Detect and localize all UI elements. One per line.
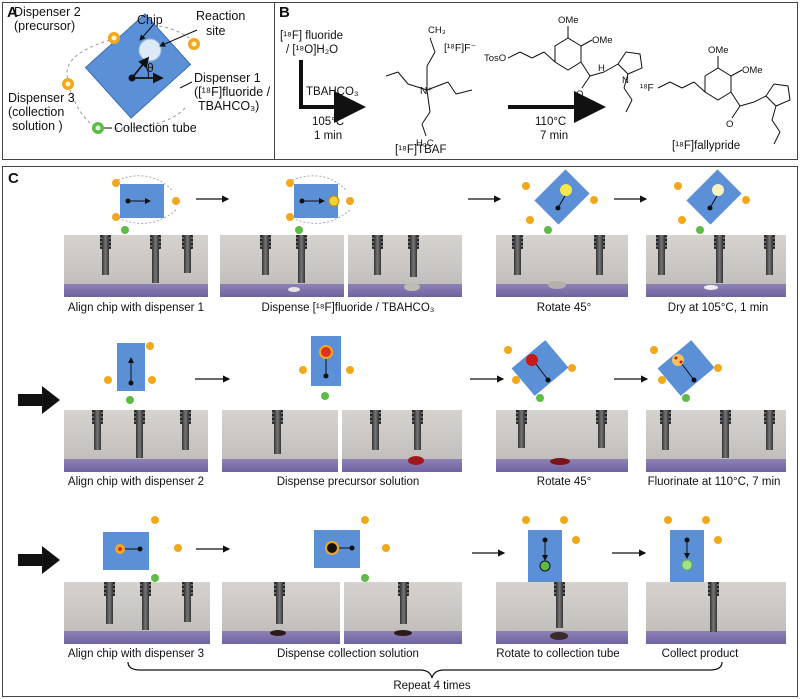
photo-r3-2a <box>222 582 340 644</box>
reaction-site-label-2: site <box>206 24 226 38</box>
dispenser-3-icon <box>62 78 74 90</box>
photo-r3-1 <box>64 582 210 644</box>
caption-r1-2: Dispense [¹⁸F]fluoride / TBAHCO₃ <box>261 302 435 314</box>
caption-r2-2: Dispense precursor solution <box>276 476 420 488</box>
caption-r3-1: Align chip with dispenser 3 <box>67 648 205 660</box>
dispense-path-arc <box>66 39 111 81</box>
dispenser-1-sublabel-1: ([¹⁸F]fluoride / <box>194 85 271 99</box>
repeat-brace <box>127 661 723 679</box>
condition-1-time: 1 min <box>314 130 343 142</box>
dispenser-2-icon <box>108 32 120 44</box>
f18-label: ¹⁸F <box>640 83 654 94</box>
schematic-r2-s3 <box>504 340 576 402</box>
product-ome-1: OMe <box>708 45 729 56</box>
photo-r2-2a <box>222 410 338 472</box>
panel-b-label: B <box>279 4 290 21</box>
fallypride-structure <box>657 56 791 145</box>
caption-r2-4: Fluorinate at 110°C, 7 min <box>647 476 781 488</box>
caption-r1-4: Dry at 105°C, 1 min <box>667 302 769 314</box>
photo-r2-2b <box>342 410 462 472</box>
panel-b <box>274 2 798 160</box>
dispenser-2-label: Dispenser 2 <box>14 5 81 19</box>
schematic-r2-s1 <box>104 342 156 404</box>
h3c-label: H₃C <box>416 138 434 149</box>
schematic-r1-s4 <box>674 169 750 234</box>
row-3-arrow-icon <box>18 546 60 574</box>
dispenser-3-sublabel-2: solution ) <box>12 119 63 133</box>
caption-r1-3: Rotate 45° <box>536 302 592 314</box>
tos-label: TosO <box>484 53 507 64</box>
photo-r1-4 <box>646 235 786 297</box>
product-ome-2: OMe <box>742 65 763 76</box>
theta-label: θ <box>147 61 154 75</box>
caption-r1-1: Align chip with dispenser 1 <box>67 302 205 314</box>
caption-r2-1: Align chip with dispenser 2 <box>67 476 205 488</box>
photo-r2-3 <box>496 410 628 472</box>
reaction-site <box>138 38 162 62</box>
caption-r3-4: Collect product <box>661 648 739 660</box>
photo-r1-2a <box>220 235 344 297</box>
schematic-r3-s3 <box>522 516 580 582</box>
schematic-r2-s2 <box>299 336 354 400</box>
dispenser-3-label: Dispenser 3 <box>8 91 75 105</box>
collection-tube-icon <box>92 122 104 134</box>
repeat-label: Repeat 4 times <box>393 680 471 692</box>
dispenser-1-sublabel-2: TBAHCO₃) <box>198 99 260 113</box>
panel-b-scheme <box>299 26 791 145</box>
reaction-arrow-1 <box>299 60 366 123</box>
chip-label: Chip <box>137 13 163 27</box>
precursor-ome-2: OMe <box>592 35 613 46</box>
caption-r3-2: Dispense collection solution <box>277 648 419 660</box>
panel-a-diagram <box>62 13 200 134</box>
product-label: [¹⁸F]fallypride <box>672 140 741 152</box>
schematic-r3-s1 <box>103 516 182 582</box>
photo-r2-1 <box>64 410 208 472</box>
panel-a-label: A <box>7 4 18 21</box>
photo-r2-4 <box>646 410 786 472</box>
precursor-ome-1: OMe <box>558 15 579 26</box>
precursor-n: N <box>622 75 629 86</box>
fluoride-ion-label: [¹⁸F]F⁻ <box>444 42 477 54</box>
condition-2-time: 7 min <box>540 130 569 142</box>
photo-r1-3 <box>496 235 628 297</box>
photo-r3-3 <box>496 582 628 644</box>
tbaf-label: [¹⁸F]TBAF <box>395 144 447 156</box>
dispenser-1-label: Dispenser 1 <box>194 71 261 85</box>
photo-r3-2b <box>344 582 462 644</box>
dispenser-1-icon <box>188 38 200 50</box>
photo-r1-2b <box>348 235 462 297</box>
n-plus-label: N⁺ <box>420 86 433 97</box>
schematic-r2-s4 <box>650 340 722 402</box>
precursor-nh: H <box>598 63 605 74</box>
dispense-path-arc <box>104 107 186 129</box>
caption-r2-3: Rotate 45° <box>536 476 592 488</box>
schematic-r3-s2 <box>314 516 390 582</box>
reaction-site-label-1: Reaction <box>196 9 246 23</box>
dispenser-3-sublabel-1: (collection <box>8 105 65 119</box>
reagent-fluoride: [¹⁸F] fluoride <box>280 30 344 42</box>
ch3-label: CH₃ <box>428 25 446 36</box>
schematic-r1-s3 <box>522 169 598 234</box>
row-2-arrow-icon <box>18 386 60 414</box>
collection-tube-label: Collection tube <box>114 121 197 135</box>
schematic-r1-s2 <box>286 175 354 234</box>
photo-r1-1 <box>64 235 208 297</box>
photo-r3-4 <box>646 582 786 644</box>
caption-r3-3: Rotate to collection tube <box>496 648 620 660</box>
precursor-structure <box>507 26 643 113</box>
precursor-o: O <box>576 89 584 100</box>
reagent-water: / [¹⁸O]H₂O <box>286 44 339 56</box>
dispenser-2-sublabel: (precursor) <box>14 19 76 33</box>
product-o: O <box>726 119 734 130</box>
schematic-r1-s1 <box>112 175 180 234</box>
tbaf-structure <box>385 37 473 137</box>
panel-c-label: C <box>8 170 19 187</box>
schematic-r3-s4 <box>664 516 722 582</box>
condition-2-temp: 110°C <box>535 116 567 128</box>
